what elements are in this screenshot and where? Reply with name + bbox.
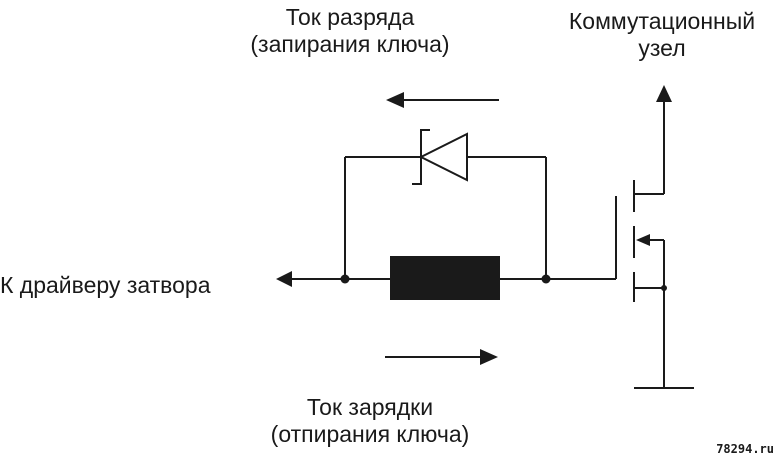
- charge-current-label: Ток зарядки (отпирания ключа): [225, 394, 515, 448]
- charge-label-line2: (отпирания ключа): [270, 421, 470, 447]
- junction-dot-right: [541, 274, 551, 284]
- discharge-label-line1: Ток разряда: [285, 4, 415, 30]
- discharge-label-line2: (запирания ключа): [250, 31, 450, 57]
- driver-arrow-icon: [276, 271, 292, 287]
- junction-dot-left: [340, 274, 350, 284]
- mosfet-body-arrow-icon: [636, 234, 650, 246]
- charge-label-line1: Ток зарядки: [306, 394, 434, 420]
- diode-triangle: [418, 132, 468, 182]
- watermark: 78294.ru: [716, 442, 774, 456]
- discharge-arrow-head-icon: [386, 92, 404, 108]
- discharge-current-label: Ток разряда (запирания ключа): [205, 4, 495, 58]
- switch-node-label-line1: Коммутационный: [568, 8, 756, 34]
- gate-resistor-icon: [390, 256, 500, 300]
- switch-node-label-line2: узел: [638, 35, 686, 61]
- gate-driver-label: К драйверу затвора: [0, 272, 211, 298]
- switch-node-arrow-icon: [656, 85, 672, 102]
- zener-diode-icon: [412, 129, 468, 185]
- switch-node-label: Коммутационный узел: [537, 8, 780, 62]
- charge-arrow-head-icon: [480, 349, 498, 365]
- junction-dot-source: [661, 285, 667, 291]
- diode-cathode-bar: [412, 129, 430, 185]
